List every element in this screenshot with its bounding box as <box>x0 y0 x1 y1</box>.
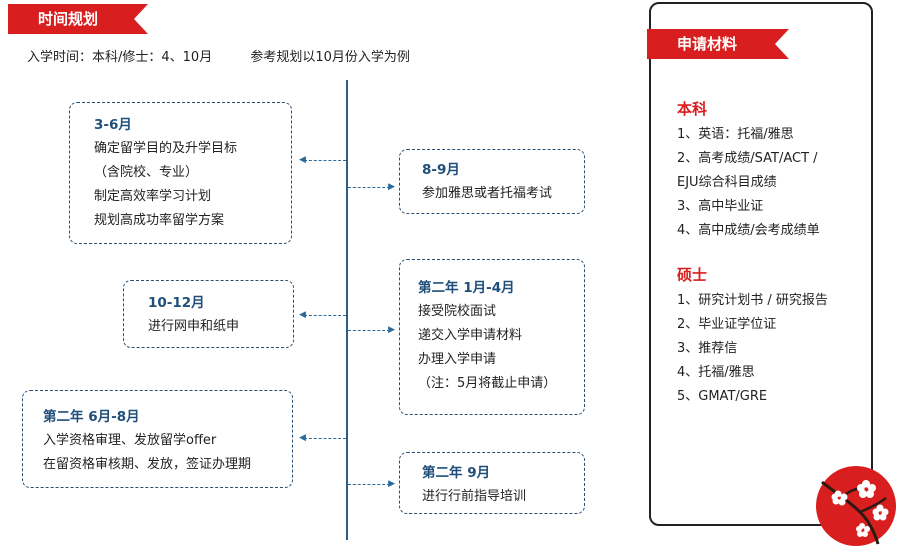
step-line: 递交入学申请材料 <box>418 328 523 343</box>
timeline-step-2: 8-9月 参加雅思或者托福考试 <box>399 149 585 214</box>
arrow-head-icon: ◀ <box>299 310 306 320</box>
step-line: 制定高效率学习计划 <box>94 189 212 204</box>
step-line: 规划高成功率留学方案 <box>94 213 225 228</box>
plum-blossom-seal-icon <box>816 466 896 546</box>
step-title: 第二年 6月-8月 <box>43 409 140 425</box>
arrow-head-icon: ▶ <box>388 479 395 489</box>
arrow-head-icon: ▶ <box>388 325 395 335</box>
material-item: 1、英语：托福/雅思 <box>677 127 794 142</box>
step-line: 参加雅思或者托福考试 <box>422 186 553 201</box>
material-item: 3、高中毕业证 <box>677 199 764 214</box>
material-item: 2、毕业证学位证 <box>677 317 777 332</box>
connector-step-6: ▶ <box>348 479 395 489</box>
material-item: 4、高中成绩/会考成绩单 <box>677 223 820 238</box>
step-title: 第二年 9月 <box>422 465 491 481</box>
arrow-head-icon: ◀ <box>299 433 306 443</box>
step-line: 接受院校面试 <box>418 304 497 319</box>
step-line: （注：5月将截止申请） <box>418 376 557 391</box>
step-title: 10-12月 <box>148 295 205 311</box>
arrow-head-icon: ▶ <box>388 182 395 192</box>
timeline-step-3: 10-12月 进行网申和纸申 <box>123 280 294 348</box>
step-line: 确定留学目的及升学目标 <box>94 141 238 156</box>
material-item: 4、托福/雅思 <box>677 365 755 380</box>
step-title: 8-9月 <box>422 162 460 178</box>
timeline-step-4: 第二年 1月-4月 接受院校面试 递交入学申请材料 办理入学申请 （注：5月将截… <box>399 259 585 415</box>
timeline-step-5: 第二年 6月-8月 入学资格审理、发放留学offer 在留资格审核期、发放，签证… <box>22 390 293 488</box>
intro-line: 入学时间：本科/修士：4、10月 参考规划以10月份入学为例 <box>27 46 410 65</box>
materials-ribbon: 申请材料 <box>647 29 789 59</box>
material-item: 3、推荐信 <box>677 341 738 356</box>
master-section: 硕士 1、研究计划书 / 研究报告 2、毕业证学位证 3、推荐信 4、托福/雅思… <box>677 264 828 409</box>
step-line: 进行网申和纸申 <box>148 319 240 334</box>
reference-text: 参考规划以10月份入学为例 <box>250 50 410 65</box>
section-title-ribbon: 时间规划 <box>8 4 148 34</box>
connector-step-1: ◀ <box>299 155 346 165</box>
material-item: EJU综合科目成绩 <box>677 175 777 190</box>
undergrad-section: 本科 1、英语：托福/雅思 2、高考成绩/SAT/ACT / EJU综合科目成绩… <box>677 98 820 243</box>
undergrad-title: 本科 <box>677 100 708 118</box>
material-item: 5、GMAT/GRE <box>677 389 768 404</box>
arrow-head-icon: ◀ <box>299 155 306 165</box>
timeline-axis <box>346 80 348 540</box>
step-line: 入学资格审理、发放留学offer <box>43 433 217 448</box>
section-title: 时间规划 <box>38 10 99 28</box>
step-line: 在留资格审核期、发放，签证办理期 <box>43 457 252 472</box>
step-line: 办理入学申请 <box>418 352 497 367</box>
timeline-step-1: 3-6月 确定留学目的及升学目标 （含院校、专业） 制定高效率学习计划 规划高成… <box>69 102 292 244</box>
step-title: 3-6月 <box>94 117 132 133</box>
materials-panel <box>649 2 873 526</box>
materials-title: 申请材料 <box>677 35 738 53</box>
master-title: 硕士 <box>677 266 708 284</box>
step-title: 第二年 1月-4月 <box>418 280 515 296</box>
connector-step-4: ▶ <box>348 325 395 335</box>
step-line: （含院校、专业） <box>94 165 199 180</box>
timeline-step-6: 第二年 9月 进行行前指导培训 <box>399 452 585 514</box>
intro-text: 入学时间：本科/修士：4、10月 <box>27 50 213 65</box>
material-item: 2、高考成绩/SAT/ACT / <box>677 151 818 166</box>
material-item: 1、研究计划书 / 研究报告 <box>677 293 828 308</box>
connector-step-2: ▶ <box>348 182 395 192</box>
step-line: 进行行前指导培训 <box>422 489 527 504</box>
connector-step-3: ◀ <box>299 310 346 320</box>
connector-step-5: ◀ <box>299 433 346 443</box>
